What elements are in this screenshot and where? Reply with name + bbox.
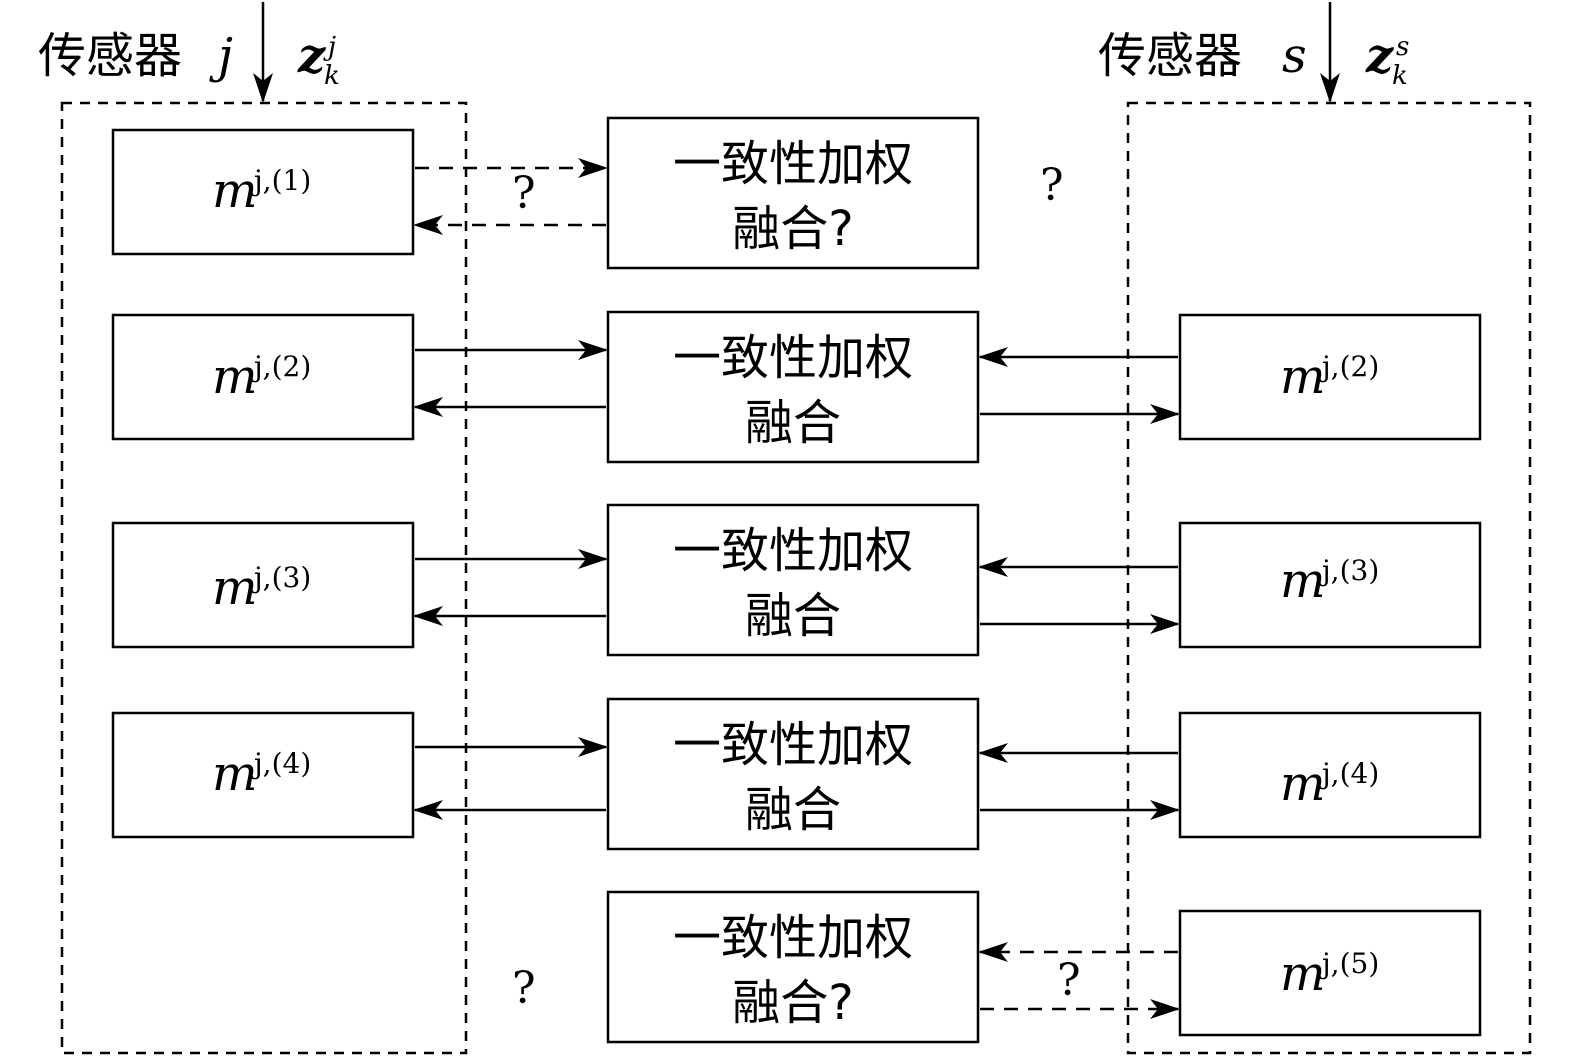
svg-text:j,(2): j,(2) bbox=[1319, 350, 1379, 383]
sensor-s-meas-sup: s bbox=[1396, 32, 1409, 62]
sensor-j-group bbox=[60, 101, 468, 1055]
svg-text:融合?: 融合? bbox=[732, 975, 853, 1031]
svg-text:m: m bbox=[1280, 553, 1326, 609]
fusion-box-1: 一致性加权 融合? bbox=[606, 116, 980, 270]
svg-text:j,(3): j,(3) bbox=[1319, 554, 1379, 587]
fusion-box-3: 一致性加权 融合 bbox=[606, 503, 980, 657]
question-mark-row1: ? bbox=[512, 168, 536, 219]
sensor-j-meas-sub: k bbox=[324, 61, 340, 91]
svg-text:j,(4): j,(4) bbox=[1319, 757, 1379, 790]
svg-text:一致性加权: 一致性加权 bbox=[673, 330, 913, 386]
sensor-s-meas: z bbox=[1365, 28, 1395, 84]
sensor-s-meas-sub: k bbox=[1392, 61, 1408, 91]
sensor-j-meas: z bbox=[297, 28, 327, 84]
right-model-4: m j,(4) bbox=[1178, 711, 1482, 839]
svg-text:j,(3): j,(3) bbox=[251, 561, 311, 594]
svg-text:融合: 融合 bbox=[745, 782, 841, 838]
fusion-box-4: 一致性加权 融合 bbox=[606, 697, 980, 851]
question-mark-top-right: ? bbox=[1040, 160, 1064, 211]
svg-text:m: m bbox=[1280, 349, 1326, 405]
sensor-s-var: s bbox=[1282, 28, 1307, 84]
right-model-5: m j,(5) bbox=[1178, 909, 1482, 1037]
sensor-j-var: j bbox=[209, 28, 233, 84]
svg-text:融合?: 融合? bbox=[732, 201, 853, 257]
svg-text:一致性加权: 一致性加权 bbox=[673, 523, 913, 579]
svg-text:m: m bbox=[212, 746, 258, 802]
question-mark-bottom-left: ? bbox=[512, 963, 536, 1014]
svg-text:一致性加权: 一致性加权 bbox=[673, 910, 913, 966]
fusion-box-2: 一致性加权 融合 bbox=[606, 310, 980, 464]
svg-text:j,(4): j,(4) bbox=[251, 747, 311, 780]
svg-text:一致性加权: 一致性加权 bbox=[673, 717, 913, 773]
svg-text:m: m bbox=[1280, 946, 1326, 1002]
svg-text:融合: 融合 bbox=[745, 588, 841, 644]
left-model-4: m j,(4) bbox=[111, 711, 415, 839]
svg-text:m: m bbox=[212, 560, 258, 616]
fusion-box-5: 一致性加权 融合? bbox=[606, 890, 980, 1044]
left-model-1: m j,(1) bbox=[111, 128, 415, 256]
left-model-3: m j,(3) bbox=[111, 521, 415, 649]
svg-text:j,(1): j,(1) bbox=[251, 164, 311, 197]
left-model-2: m j,(2) bbox=[111, 313, 415, 441]
sensor-s-label: 传感器 bbox=[1098, 28, 1242, 84]
right-model-2: m j,(2) bbox=[1178, 313, 1482, 441]
svg-text:一致性加权: 一致性加权 bbox=[673, 136, 913, 192]
svg-text:m: m bbox=[212, 163, 258, 219]
svg-text:m: m bbox=[212, 349, 258, 405]
right-model-3: m j,(3) bbox=[1178, 521, 1482, 649]
sensor-j-label: 传感器 bbox=[38, 28, 182, 84]
question-mark-row5: ? bbox=[1057, 955, 1081, 1006]
svg-text:融合: 融合 bbox=[745, 395, 841, 451]
svg-text:j,(2): j,(2) bbox=[251, 350, 311, 383]
sensor-s-group bbox=[1126, 101, 1532, 1055]
svg-text:j,(5): j,(5) bbox=[1319, 947, 1379, 980]
svg-text:m: m bbox=[1280, 756, 1326, 812]
